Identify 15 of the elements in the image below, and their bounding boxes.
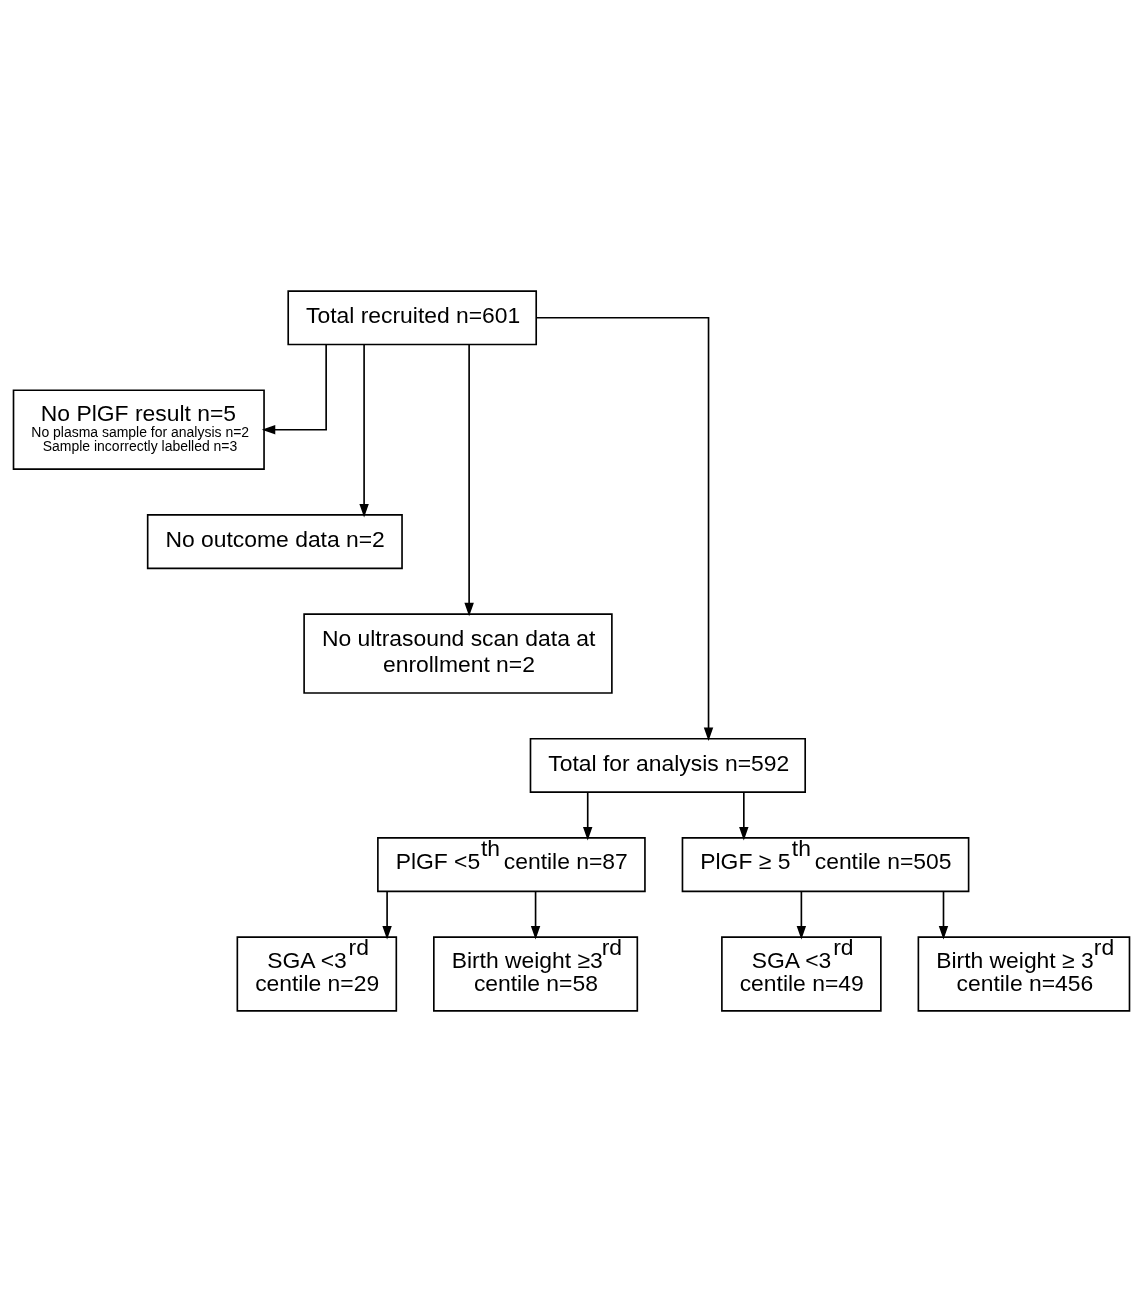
- arrow: [938, 890, 949, 940]
- arrow: [530, 890, 541, 940]
- arrow: [382, 890, 392, 940]
- node-box: No PlGF result n=5 No plasma sample for analysis n=2 Sample incorrectly labelled n=3: [12, 389, 265, 470]
- arrow: [583, 791, 593, 841]
- node-box: Total recruited n=601: [287, 290, 538, 346]
- node-box: No ultrasound scan data at enrollment n=2: [303, 613, 613, 694]
- arrow: [796, 890, 807, 940]
- arrow: [535, 316, 714, 741]
- node-box: Total for analysis n=592: [529, 737, 806, 793]
- arrow: [261, 344, 327, 435]
- arrow: [464, 343, 474, 617]
- arrow: [359, 343, 369, 518]
- node-box: No outcome data n=2: [146, 514, 403, 570]
- arrow: [739, 791, 749, 841]
